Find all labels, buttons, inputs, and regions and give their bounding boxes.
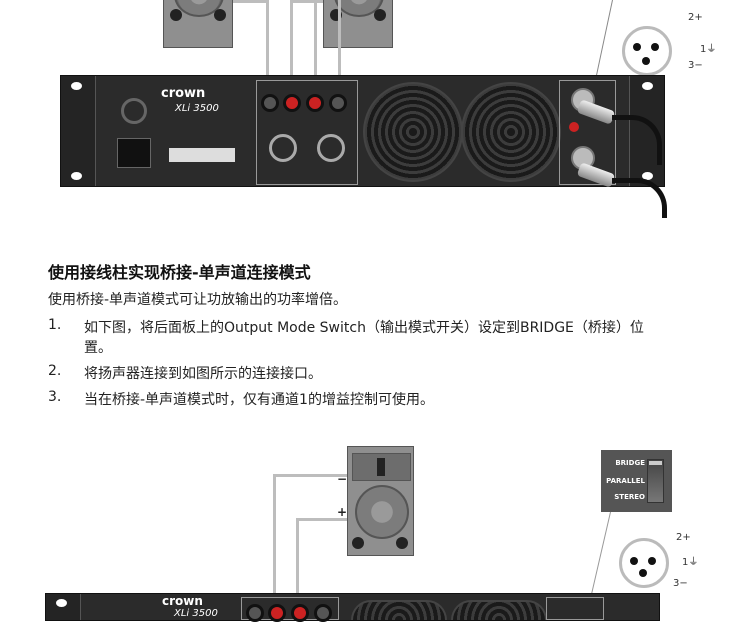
xlr-pin1-label: 1⏚ [682, 557, 699, 568]
step-1-text: 如下图，将后面板上的Output Mode Switch（输出模式开关）设定到B… [84, 320, 644, 336]
speaker-bridged [347, 446, 414, 556]
switch-option-stereo[interactable]: STEREO [614, 493, 645, 501]
step-number: 1. [48, 317, 62, 333]
amplifier-rear-panel: crown XLi 3500 [60, 75, 665, 187]
step-3-text: 当在桥接-单声道模式时，仅有通道1的增益控制可使用。 [84, 392, 434, 408]
xlr-pin3-label: 3− [673, 578, 688, 589]
step-1-text-cont: 置。 [84, 340, 112, 356]
xlr-pin1-label: 1⏚ [700, 44, 717, 55]
switch-option-parallel[interactable]: PARALLEL [606, 477, 645, 485]
speaker-right [323, 0, 393, 48]
output-mode-switch[interactable]: BRIDGE PARALLEL STEREO [601, 450, 672, 512]
model-name: XLi 3500 [175, 103, 219, 114]
xlr-pin2-label: 2+ [676, 532, 691, 543]
cooling-fan [451, 600, 547, 620]
xlr-pin3-label: 3− [688, 60, 703, 71]
speaker-minus-label: − [337, 472, 348, 486]
speaker-left [163, 0, 233, 48]
xlr-pin2-label: 2+ [688, 12, 703, 23]
step-2-text: 将扬声器连接到如图所示的连接接口。 [84, 366, 322, 382]
xlr-pinout-diagram [619, 538, 669, 588]
step-number: 3. [48, 389, 62, 405]
section-title: 使用接线柱实现桥接-单声道连接模式 [48, 263, 311, 282]
brand-logo: crown [161, 86, 206, 101]
cooling-fan [351, 600, 447, 620]
cooling-fan [461, 82, 561, 182]
speaker-plus-label: + [337, 505, 348, 519]
brand-logo: crown [162, 594, 203, 608]
switch-option-bridge[interactable]: BRIDGE [615, 459, 645, 467]
cooling-fan [363, 82, 463, 182]
xlr-pinout-diagram [622, 26, 672, 76]
section-intro: 使用桥接-单声道模式可让功放输出的功率增倍。 [48, 292, 348, 308]
model-name: XLi 3500 [174, 608, 218, 619]
amplifier-rear-panel: crown XLi 3500 [45, 593, 660, 622]
step-number: 2. [48, 363, 62, 379]
